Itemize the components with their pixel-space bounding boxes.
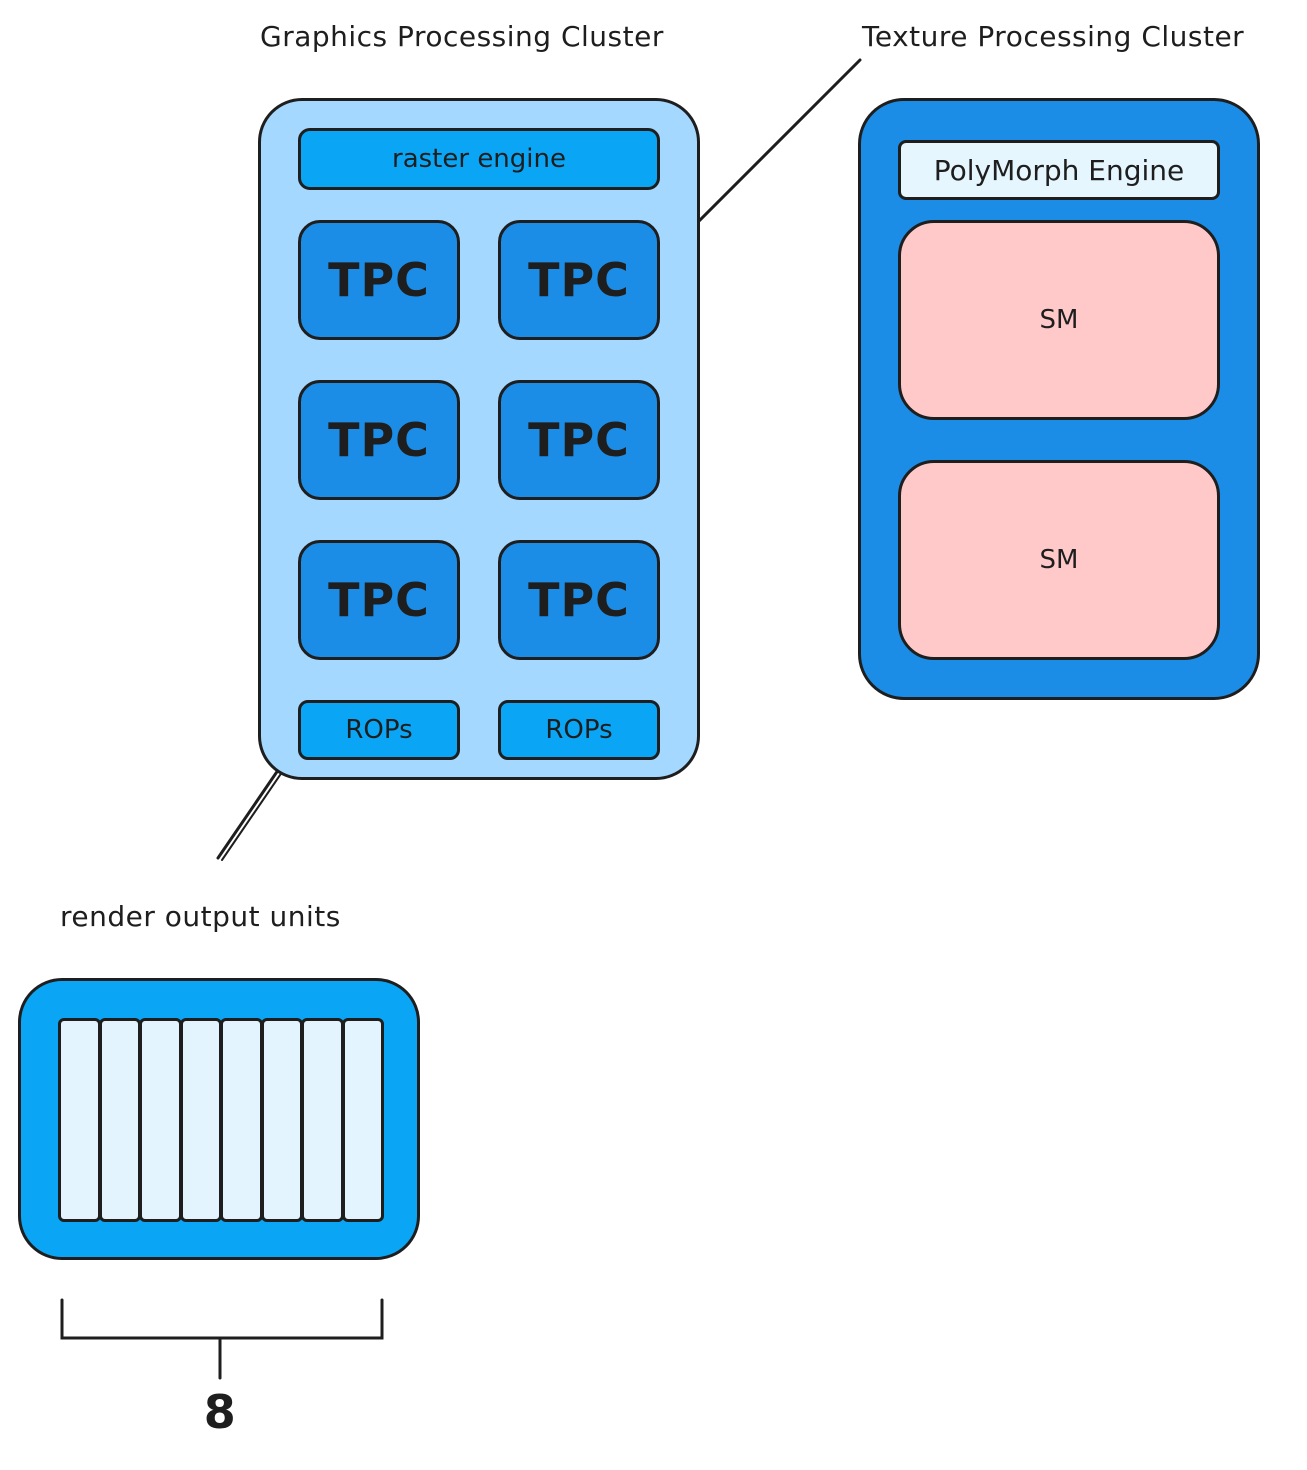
tpc-block: TPC xyxy=(498,540,660,660)
rops-block: ROPs xyxy=(298,700,460,760)
rop-unit xyxy=(139,1018,182,1222)
rop-detail-title: render output units xyxy=(60,900,341,933)
count-bracket xyxy=(60,1298,384,1380)
tpc-block: TPC xyxy=(298,380,460,500)
rop-unit xyxy=(301,1018,344,1222)
sm-block: SM xyxy=(898,460,1220,660)
rop-unit xyxy=(179,1018,222,1222)
gpc-title: Graphics Processing Cluster xyxy=(260,20,664,53)
rop-unit xyxy=(98,1018,141,1222)
raster-engine: raster engine xyxy=(298,128,660,190)
sm-block: SM xyxy=(898,220,1220,420)
tpc-block: TPC xyxy=(298,220,460,340)
rop-unit xyxy=(58,1018,101,1222)
tpc-block: TPC xyxy=(298,540,460,660)
rop-unit xyxy=(220,1018,263,1222)
unit-count-label: 8 xyxy=(203,1385,237,1439)
rop-unit xyxy=(341,1018,384,1222)
rop-unit xyxy=(260,1018,303,1222)
tpc-block: TPC xyxy=(498,220,660,340)
polymorph-engine: PolyMorph Engine xyxy=(898,140,1220,200)
tpc-detail-title: Texture Processing Cluster xyxy=(862,20,1245,53)
rops-block: ROPs xyxy=(498,700,660,760)
tpc-block: TPC xyxy=(498,380,660,500)
